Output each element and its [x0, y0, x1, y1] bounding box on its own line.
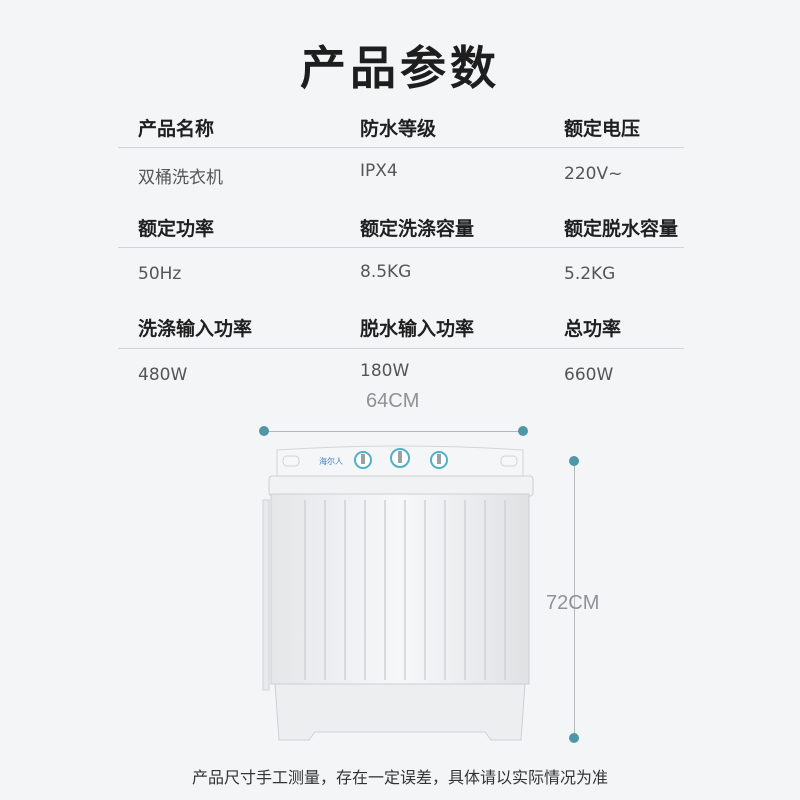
spec-label: 额定功率 [138, 218, 215, 240]
height-dimension-label: 72CM [546, 592, 600, 614]
dimension-endpoint-dot [518, 426, 528, 436]
divider [118, 247, 684, 248]
spec-value: 8.5KG [360, 262, 412, 282]
spec-label: 洗涤输入功率 [138, 318, 253, 340]
svg-text:海尔人: 海尔人 [319, 456, 343, 466]
height-dimension-line [574, 462, 575, 738]
spec-value: IPX4 [360, 161, 398, 181]
spec-label: 防水等级 [360, 118, 437, 140]
spec-label: 额定洗涤容量 [360, 218, 475, 240]
spec-value: 660W [564, 365, 614, 385]
dimension-endpoint-dot [259, 426, 269, 436]
washing-machine-image: 海尔人 [262, 445, 534, 741]
width-dimension-line [266, 431, 524, 432]
spec-value: 480W [138, 365, 188, 385]
spec-value: 220V~ [564, 164, 623, 184]
page-title: 产品参数 [300, 41, 500, 95]
width-dimension-label: 64CM [366, 390, 420, 412]
dimension-endpoint-dot [569, 456, 579, 466]
spec-label: 脱水输入功率 [360, 318, 475, 340]
spec-value: 50Hz [138, 264, 182, 284]
divider [118, 348, 684, 349]
spec-value: 双桶洗衣机 [138, 168, 223, 188]
divider [118, 147, 684, 148]
spec-label: 额定电压 [564, 118, 641, 140]
spec-label: 总功率 [564, 318, 622, 340]
measurement-disclaimer: 产品尺寸手工测量，存在一定误差，具体请以实际情况为准 [191, 768, 608, 787]
spec-label: 额定脱水容量 [564, 218, 679, 240]
spec-value: 180W [360, 361, 410, 381]
spec-label: 产品名称 [138, 118, 215, 140]
spec-value: 5.2KG [564, 264, 616, 284]
dimension-endpoint-dot [569, 733, 579, 743]
